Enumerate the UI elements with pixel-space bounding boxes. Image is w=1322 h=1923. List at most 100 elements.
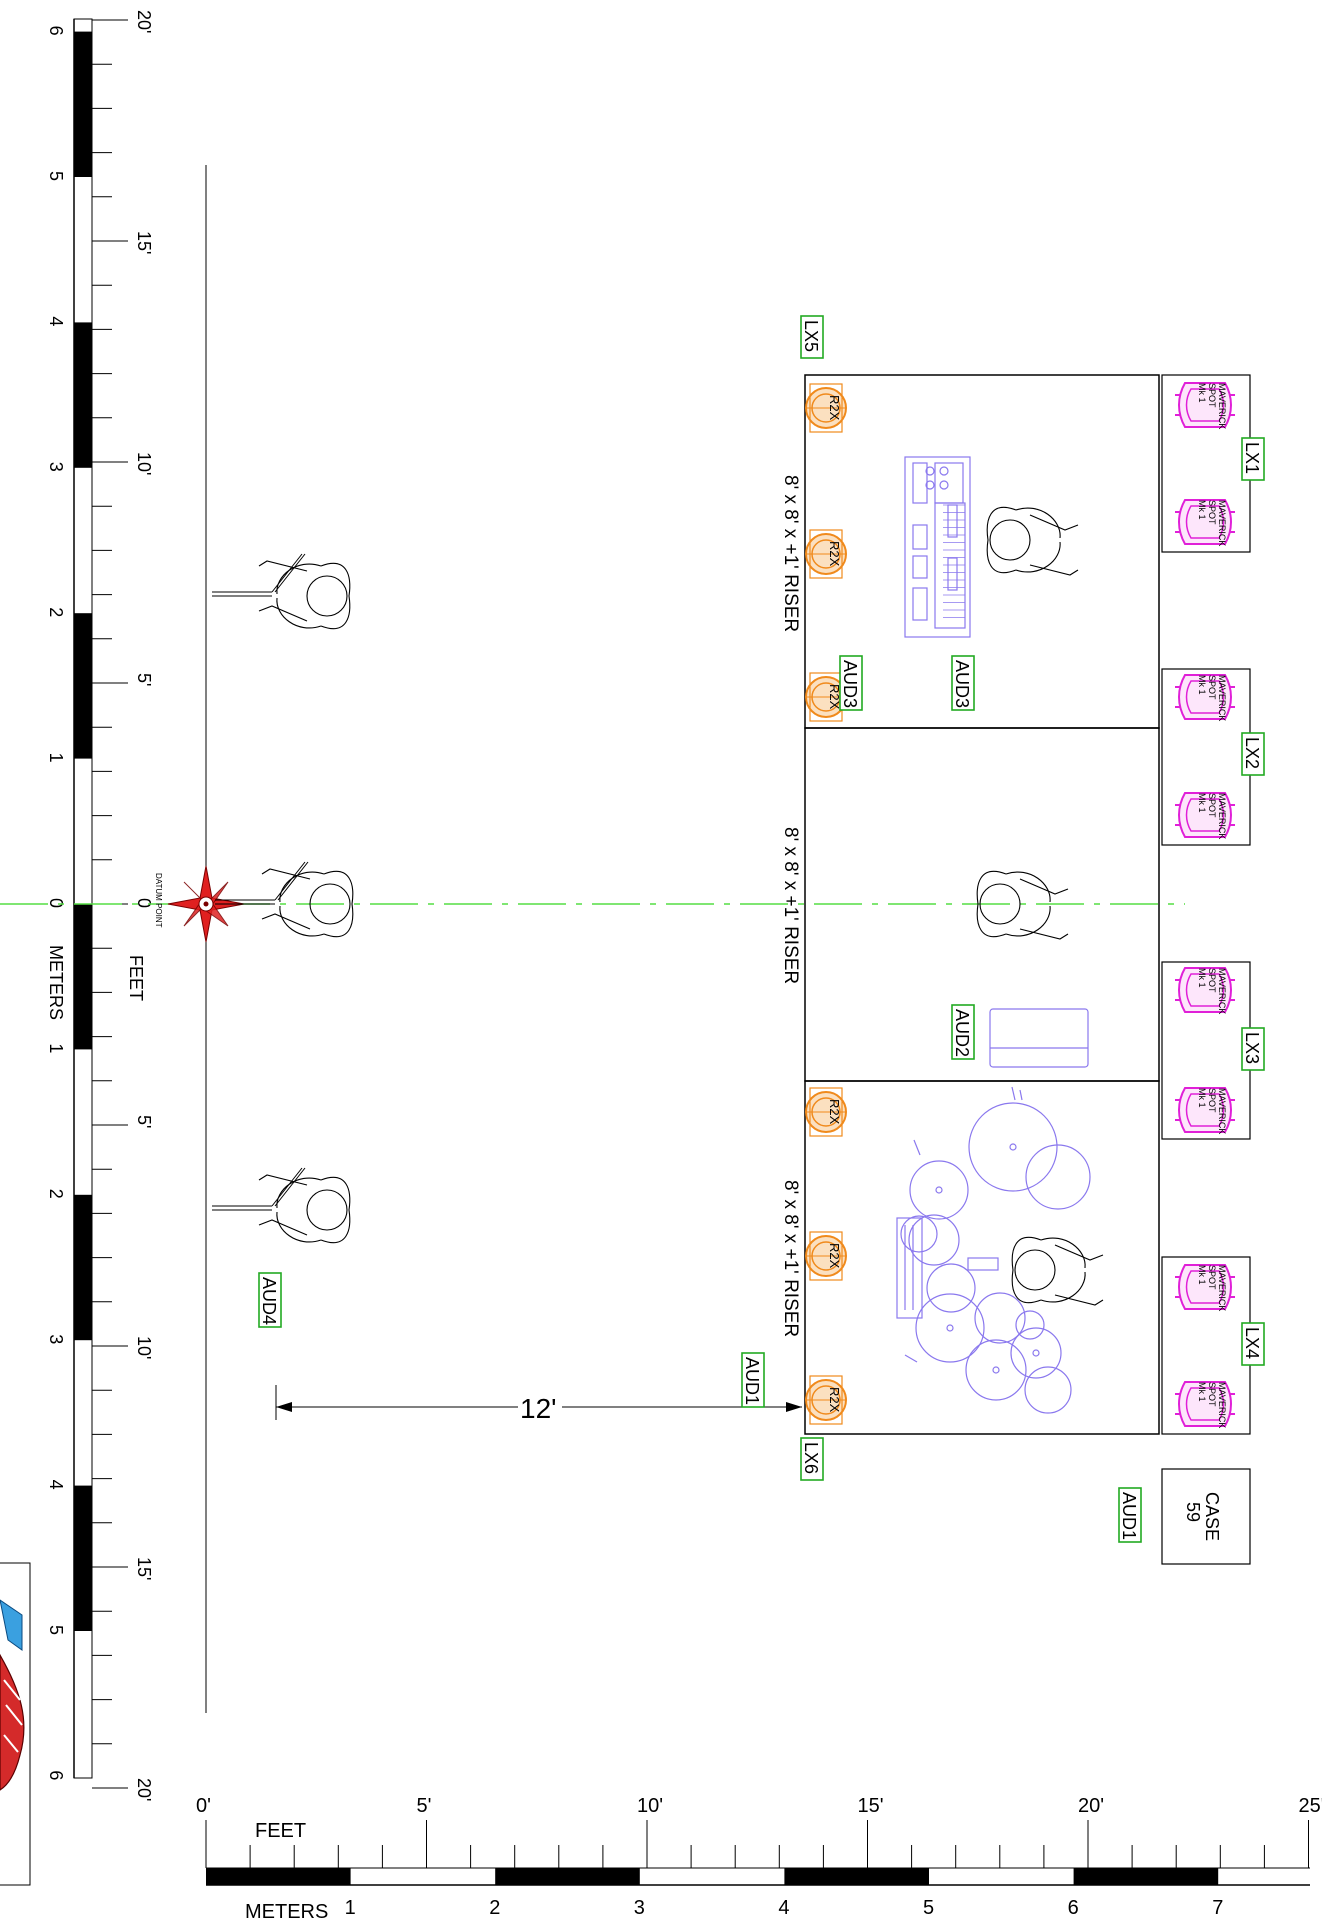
meter-scale-block: [206, 1868, 351, 1885]
meter-label: 1: [46, 1043, 66, 1053]
r2x-speaker-icon: R2X: [805, 1231, 847, 1281]
fixture-label-line: MAVERICK: [1217, 383, 1227, 429]
feet-scale-title: FEET: [126, 955, 146, 1001]
vocalist-figure-left: [212, 553, 351, 630]
meter-scale-block: [495, 1868, 640, 1885]
tag-text: AUD2: [952, 1009, 972, 1057]
meter-scale-block: [74, 1194, 92, 1341]
meter-label: 5: [46, 1625, 66, 1635]
meter-label: 1: [345, 1897, 356, 1919]
fixture-label-line: Mk 1: [1197, 968, 1207, 988]
tag-text: LX2: [1242, 737, 1262, 769]
fixture-label-line: Mk 1: [1197, 1265, 1207, 1285]
tag-text: AUD1: [1119, 1492, 1139, 1540]
drum-kit: [896, 1086, 1091, 1414]
fixture-label-line: Mk 1: [1197, 1088, 1207, 1108]
feet-label: 20': [134, 10, 154, 33]
speaker-label: R2X: [827, 1387, 842, 1413]
tag-lx6: LX6: [800, 1437, 824, 1481]
fixture-label-line: MAVERICK: [1217, 793, 1227, 839]
tag-text: LX3: [1242, 1032, 1262, 1064]
r2x-speaker-icon: R2X: [805, 529, 847, 579]
horizontal-feet-title: FEET: [255, 1820, 306, 1842]
meter-scale-block: [784, 1868, 929, 1885]
meter-label-zero: 0: [46, 898, 66, 908]
tag-text: LX6: [801, 1442, 821, 1474]
brand-logo: [0, 1562, 31, 1886]
fixture-label-line: SPOT: [1207, 968, 1217, 993]
tag-lx5: LX5: [800, 315, 824, 359]
riser-label: 8' x 8' x +1' RISER: [780, 827, 801, 984]
feet-label: 10': [134, 452, 154, 475]
tag-text: LX1: [1242, 442, 1262, 474]
feet-label: 15': [134, 1557, 154, 1580]
fixture-label-line: SPOT: [1207, 1382, 1217, 1407]
case-label-line2: 59: [1183, 1502, 1203, 1522]
meter-label: 3: [634, 1897, 645, 1919]
r2x-speaker-icon: R2X: [805, 383, 847, 433]
tag-text: LX5: [801, 320, 821, 352]
vocalist-figure-center: [215, 861, 354, 938]
feet-label: 10': [637, 1795, 663, 1817]
tag-aud3-keys: AUD3: [951, 655, 975, 711]
meter-label: 7: [1212, 1897, 1223, 1919]
fixture-label-line: MAVERICK: [1217, 1088, 1227, 1134]
drummer-figure: [1011, 1236, 1104, 1306]
meter-label: 2: [46, 607, 66, 617]
tag-text: AUD1: [742, 1357, 762, 1405]
fixture-label-line: MAVERICK: [1217, 968, 1227, 1014]
meter-label: 4: [778, 1897, 789, 1919]
fixture-label-line: Mk 1: [1197, 793, 1207, 813]
meter-label: 2: [489, 1897, 500, 1919]
tag-aud1-case: AUD1: [1118, 1487, 1142, 1543]
amp-equipment: [989, 1008, 1089, 1068]
feet-label: 5': [134, 1115, 154, 1128]
meter-scale-block: [74, 1485, 92, 1631]
speaker-label: R2X: [827, 395, 842, 421]
tag-lx3: LX3: [1241, 1027, 1265, 1071]
feet-label-zero: 0: [134, 898, 154, 908]
fixture-label-line: SPOT: [1207, 383, 1217, 408]
tag-lx1: LX1: [1241, 437, 1265, 481]
feet-label: 25': [1299, 1795, 1322, 1817]
keyboardist-figure: [986, 506, 1079, 576]
keyboard-rig: [904, 456, 971, 638]
meter-scale-block: [74, 31, 92, 177]
tag-aud2: AUD2: [951, 1004, 975, 1060]
feet-label: 10': [134, 1336, 154, 1359]
feet-label: 20': [134, 1778, 154, 1801]
riser-label: 8' x 8' x +1' RISER: [780, 1180, 801, 1337]
tag-text: AUD3: [952, 660, 972, 708]
fixture-label-line: MAVERICK: [1217, 500, 1227, 546]
meter-label: 6: [1068, 1897, 1079, 1919]
speaker-label: R2X: [827, 1243, 842, 1269]
case-59-box: CASE 59: [1161, 1468, 1251, 1565]
datum-point-label: DATUM POINT: [154, 873, 163, 928]
feet-label: 15': [858, 1795, 884, 1817]
feet-label: 0': [196, 1795, 211, 1817]
fixture-label-line: Mk 1: [1197, 675, 1207, 695]
fixture-label-line: SPOT: [1207, 1088, 1217, 1113]
tag-lx2: LX2: [1241, 732, 1265, 776]
speaker-label: R2X: [827, 1099, 842, 1125]
tag-lx4: LX4: [1241, 1322, 1265, 1366]
dimension-12ft: 12': [275, 1385, 802, 1424]
speaker-label: R2X: [827, 541, 842, 567]
vocalist-figure-right: [212, 1167, 351, 1244]
fixture-label-line: MAVERICK: [1217, 675, 1227, 721]
meter-label: 3: [46, 462, 66, 472]
fixture-label-line: SPOT: [1207, 500, 1217, 525]
r2x-speaker-icon: R2X: [805, 672, 847, 722]
meter-scale-block: [74, 613, 92, 759]
fixture-label-line: MAVERICK: [1217, 1382, 1227, 1428]
